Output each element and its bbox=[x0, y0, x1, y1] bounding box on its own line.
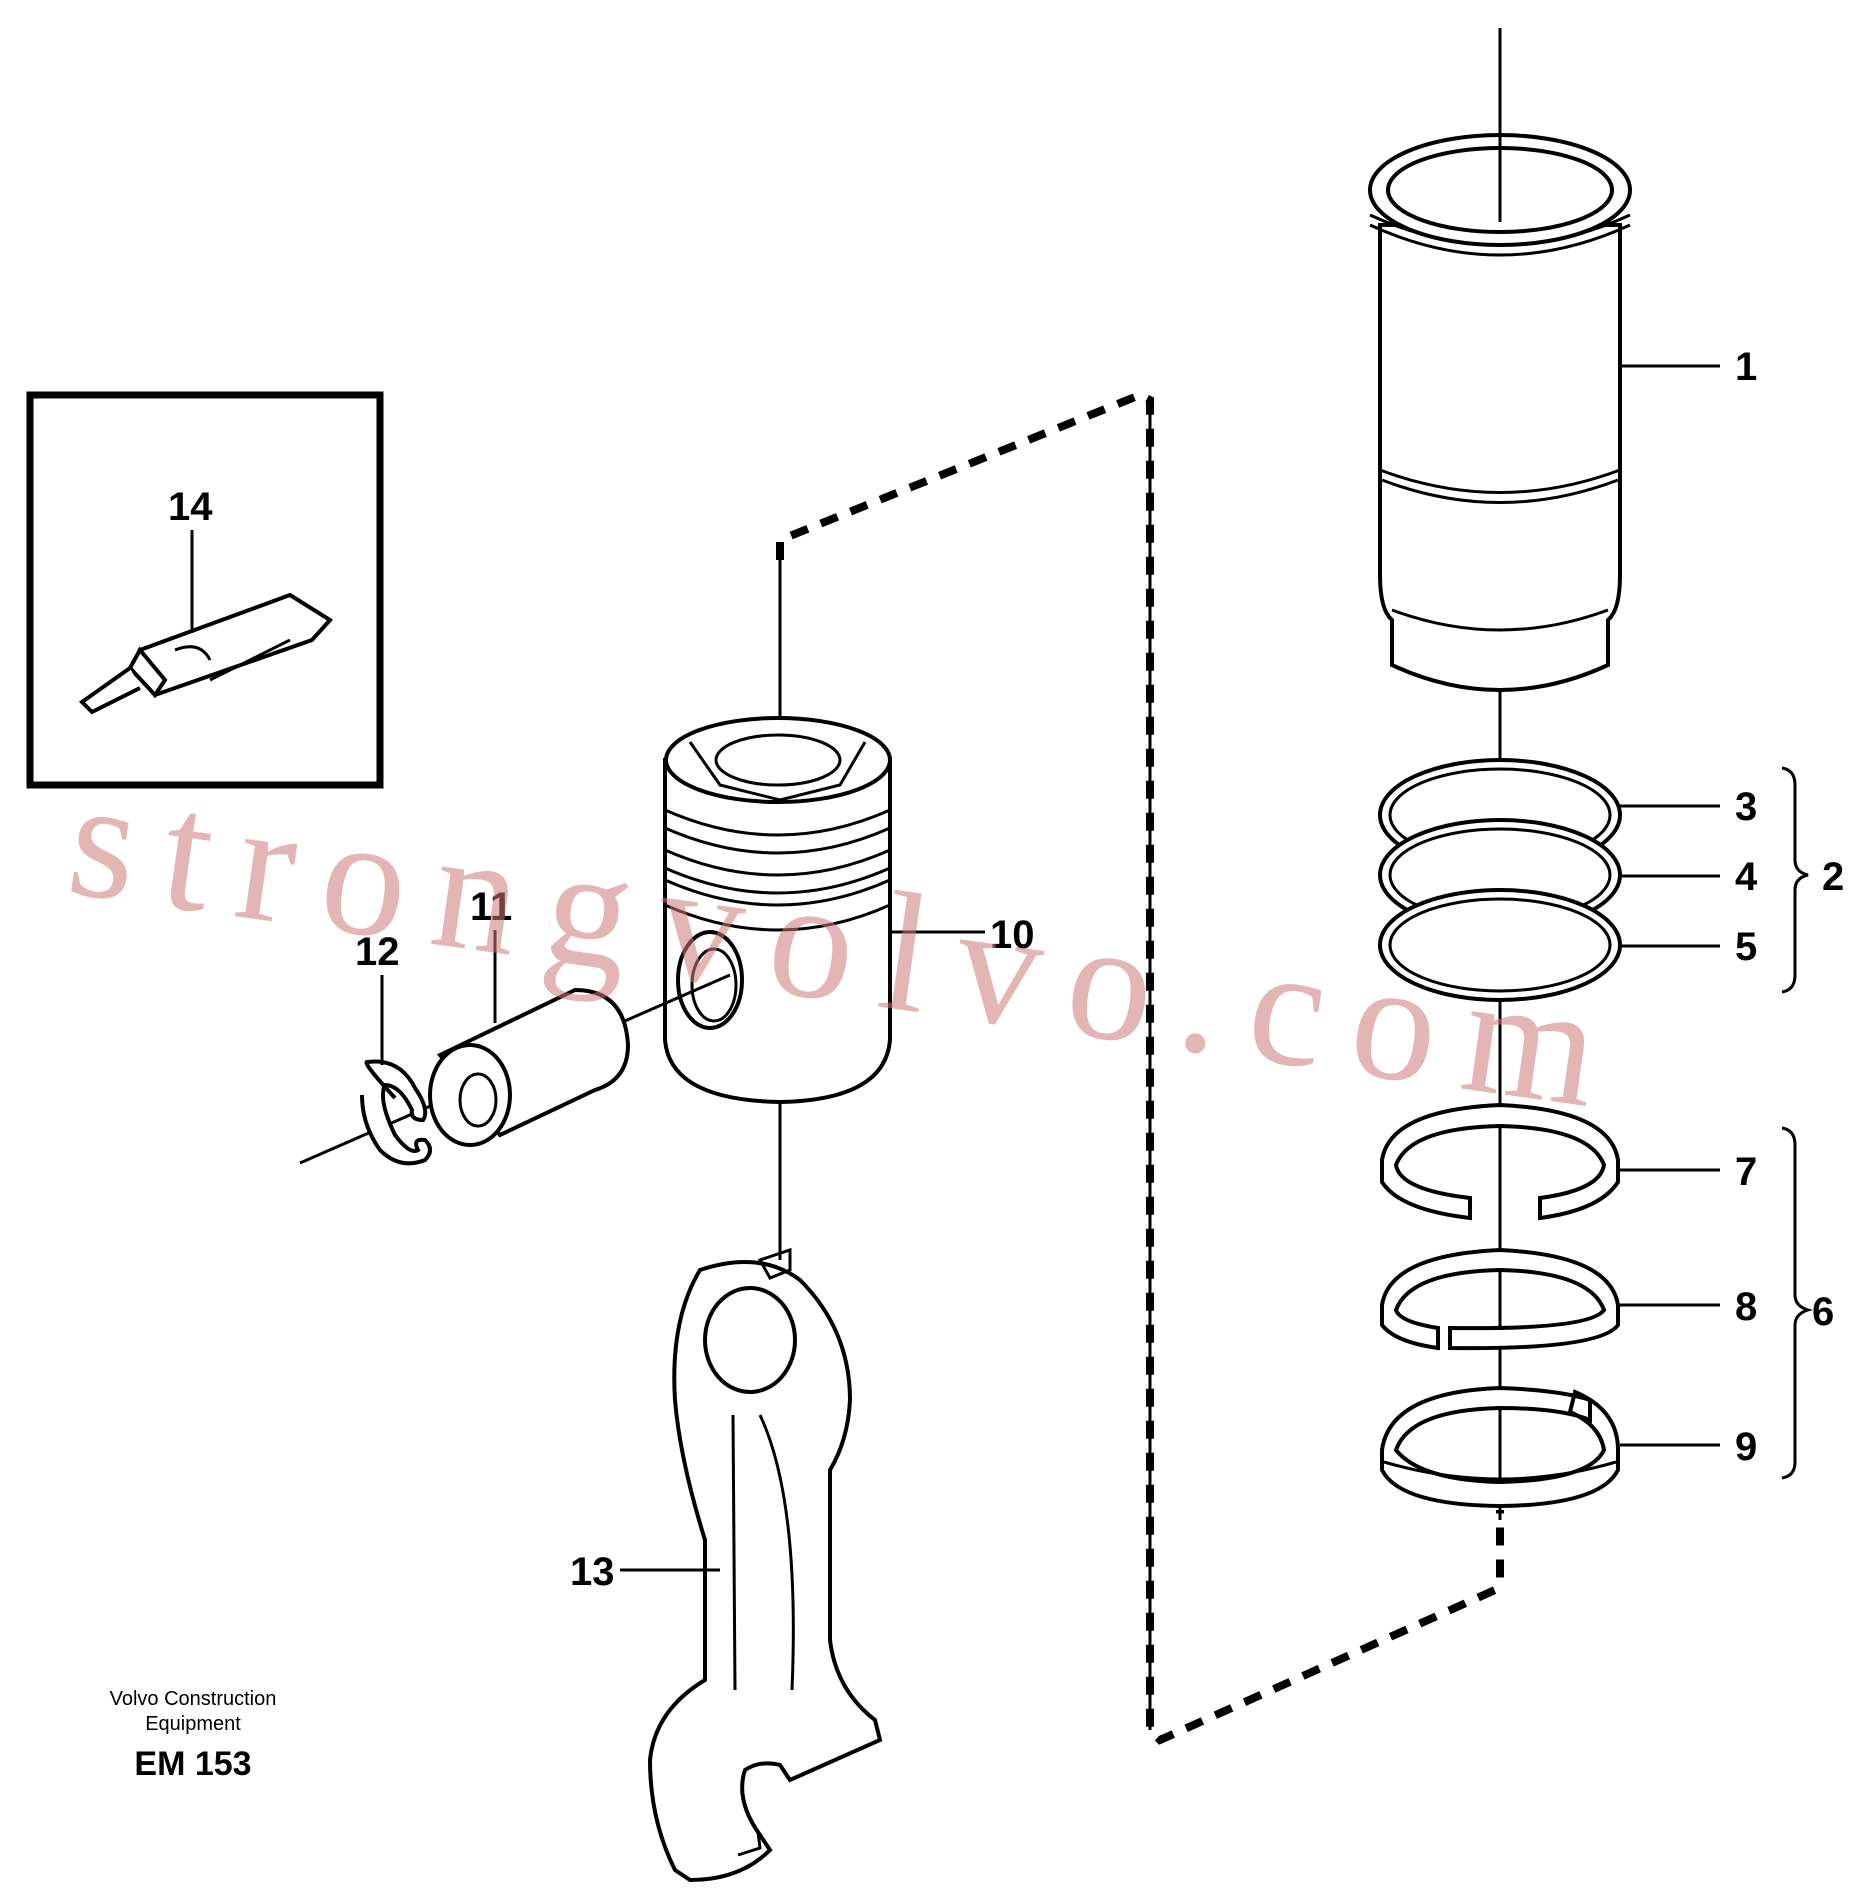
callout-4: 4 bbox=[1735, 855, 1758, 899]
callout-7: 7 bbox=[1735, 1150, 1757, 1194]
piston-rings-drawing bbox=[1380, 1102, 1620, 1509]
piston-pin-drawing bbox=[428, 987, 631, 1147]
cylinder-liner-drawing bbox=[1368, 28, 1632, 692]
o-rings-drawing bbox=[1378, 758, 1622, 1002]
company-credit-line2: Equipment bbox=[145, 1713, 241, 1735]
callout-11: 11 bbox=[470, 885, 512, 929]
callout-8: 8 bbox=[1735, 1285, 1757, 1329]
sealant-detail-box bbox=[26, 391, 384, 789]
callout-9: 9 bbox=[1735, 1425, 1757, 1469]
callout-2: 2 bbox=[1822, 855, 1844, 899]
bracket-kit-2 bbox=[1781, 766, 1809, 994]
sealant-tube-drawing bbox=[78, 592, 334, 715]
bracket-kit-6 bbox=[1781, 1126, 1814, 1480]
callout-5: 5 bbox=[1735, 925, 1757, 969]
diagram-code: EM 153 bbox=[134, 1745, 251, 1783]
piston-drawing bbox=[663, 716, 892, 1105]
company-credit-line1: Volvo Construction bbox=[110, 1688, 277, 1710]
callout-3: 3 bbox=[1735, 785, 1757, 829]
callout-13: 13 bbox=[570, 1550, 615, 1594]
callout-10: 10 bbox=[990, 913, 1035, 957]
connecting-rod-drawing bbox=[647, 1247, 883, 1883]
circlip-drawing bbox=[360, 1059, 432, 1166]
callout-12: 12 bbox=[355, 930, 400, 974]
callout-14: 14 bbox=[168, 485, 213, 529]
callout-6: 6 bbox=[1812, 1290, 1834, 1334]
callout-1: 1 bbox=[1735, 345, 1757, 389]
